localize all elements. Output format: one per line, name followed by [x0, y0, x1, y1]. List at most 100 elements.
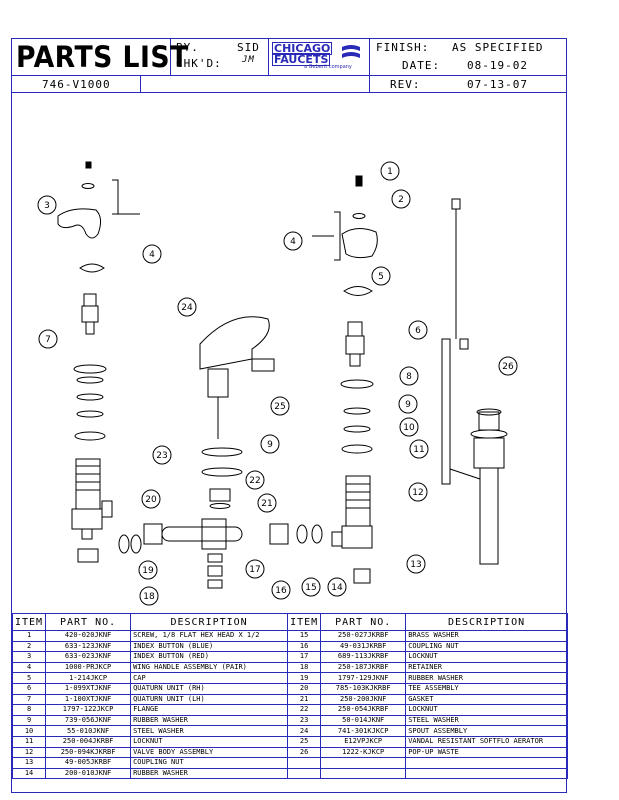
callout-24: 24: [177, 297, 197, 317]
part-no-cell: [320, 767, 407, 780]
col-part-no: PART NO.: [45, 613, 132, 631]
svg-text:9: 9: [267, 440, 273, 450]
svg-text:2: 2: [398, 195, 404, 205]
description-cell: RETAINER: [405, 661, 568, 674]
callout-15: 15: [301, 577, 321, 597]
item-cell: 21: [287, 693, 322, 706]
description-cell: [405, 767, 568, 780]
description-cell: GASKET: [405, 693, 568, 706]
callout-25: 25: [270, 396, 290, 416]
item-cell: 26: [287, 746, 322, 759]
description-cell: STEEL WASHER: [130, 725, 289, 737]
svg-text:16: 16: [275, 586, 287, 596]
description-cell: TEE ASSEMBLY: [405, 682, 568, 695]
item-cell: 20: [287, 682, 322, 695]
part-no-cell: 1222-KJKCP: [320, 746, 407, 759]
item-cell: 15: [287, 630, 322, 642]
svg-text:22: 22: [249, 476, 260, 486]
callout-23: 23: [152, 445, 172, 465]
description-cell: QUATURN UNIT (RH): [130, 682, 289, 695]
callout-9: 9: [260, 434, 280, 454]
description-cell: LOCKNUT: [405, 651, 568, 663]
callout-7: 7: [38, 329, 58, 349]
col-item: ITEM: [11, 613, 47, 631]
part-no-cell: 49-005JKRBF: [45, 757, 132, 769]
description-cell: STEEL WASHER: [405, 714, 568, 727]
callout-8: 8: [399, 366, 419, 386]
item-cell: 5: [11, 672, 47, 684]
description-cell: RUBBER WASHER: [130, 767, 289, 780]
table-header-row: ITEM PART NO. DESCRIPTION ITEM PART NO. …: [11, 613, 568, 631]
part-no-cell: 633-123JKNF: [45, 640, 132, 653]
description-cell: SCREW, 1/8 FLAT HEX HEAD X 1/2: [130, 630, 289, 642]
description-cell: RUBBER WASHER: [405, 672, 568, 684]
by-value: SID: [237, 41, 260, 54]
description-cell: COUPLING NUT: [405, 640, 568, 653]
description-cell: VANDAL RESISTANT SOFTFLO AERATOR: [405, 735, 568, 748]
svg-text:12: 12: [412, 488, 423, 498]
part-no-cell: 420-020JKNF: [45, 630, 132, 642]
item-cell: 23: [287, 714, 322, 727]
callout-9: 9: [398, 394, 418, 414]
description-cell: WING HANDLE ASSEMBLY (PAIR): [130, 661, 289, 674]
item-cell: 12: [11, 746, 47, 759]
item-cell: 14: [11, 767, 47, 780]
item-cell: 13: [11, 757, 47, 769]
part-no-cell: 689-113JKRBF: [320, 651, 407, 663]
part-no-cell: 739-056JKNF: [45, 714, 132, 727]
part-no-cell: 1000-PRJKCP: [45, 661, 132, 674]
svg-text:18: 18: [143, 592, 155, 602]
chicago-faucets-logo: CHICAGO FAUCETS a Geberit company: [270, 40, 368, 73]
callout-4: 4: [142, 244, 162, 264]
item-cell: 6: [11, 682, 47, 695]
part-no-cell: 49-031JKRBF: [320, 640, 407, 653]
description-cell: CAP: [130, 672, 289, 684]
callout-21: 21: [257, 493, 277, 513]
part-no-cell: E12VPJKCP: [320, 735, 407, 748]
callout-10: 10: [399, 417, 419, 437]
by-label: BY.: [176, 41, 199, 54]
callout-2: 2: [391, 189, 411, 209]
item-cell: 16: [287, 640, 322, 653]
model-number: 746-V1000: [42, 78, 111, 91]
callout-4: 4: [283, 231, 303, 251]
part-no-cell: 633-023JKNF: [45, 651, 132, 663]
col-description: DESCRIPTION: [130, 613, 289, 631]
part-no-cell: 50-014JKNF: [320, 714, 407, 727]
item-cell: 3: [11, 651, 47, 663]
svg-text:17: 17: [249, 565, 260, 575]
svg-text:13: 13: [410, 560, 421, 570]
svg-text:8: 8: [406, 372, 412, 382]
part-no-cell: 250-187JKRBF: [320, 661, 407, 674]
part-no-cell: 1-100XTJKNF: [45, 693, 132, 706]
part-no-cell: 200-010JKNF: [45, 767, 132, 780]
callout-26: 26: [498, 356, 518, 376]
description-cell: INDEX BUTTON (BLUE): [130, 640, 289, 653]
col-description: DESCRIPTION: [405, 613, 568, 631]
callout-20: 20: [141, 489, 161, 509]
chkd-signature: JM: [242, 55, 255, 65]
item-cell: 4: [11, 661, 47, 674]
description-cell: BRASS WASHER: [405, 630, 568, 642]
item-cell: 11: [11, 735, 47, 748]
item-cell: 9: [11, 714, 47, 727]
col-item: ITEM: [287, 613, 322, 631]
svg-text:7: 7: [45, 335, 51, 345]
svg-text:21: 21: [261, 499, 272, 509]
svg-text:24: 24: [181, 303, 193, 313]
part-no-cell: 1797-129JKNF: [320, 672, 407, 684]
svg-text:20: 20: [145, 495, 157, 505]
svg-text:4: 4: [290, 237, 296, 247]
item-cell: 22: [287, 704, 322, 716]
date-value: 08-19-02: [467, 59, 528, 72]
part-no-cell: 741-301KJKCP: [320, 725, 407, 737]
item-cell: 25: [287, 735, 322, 748]
